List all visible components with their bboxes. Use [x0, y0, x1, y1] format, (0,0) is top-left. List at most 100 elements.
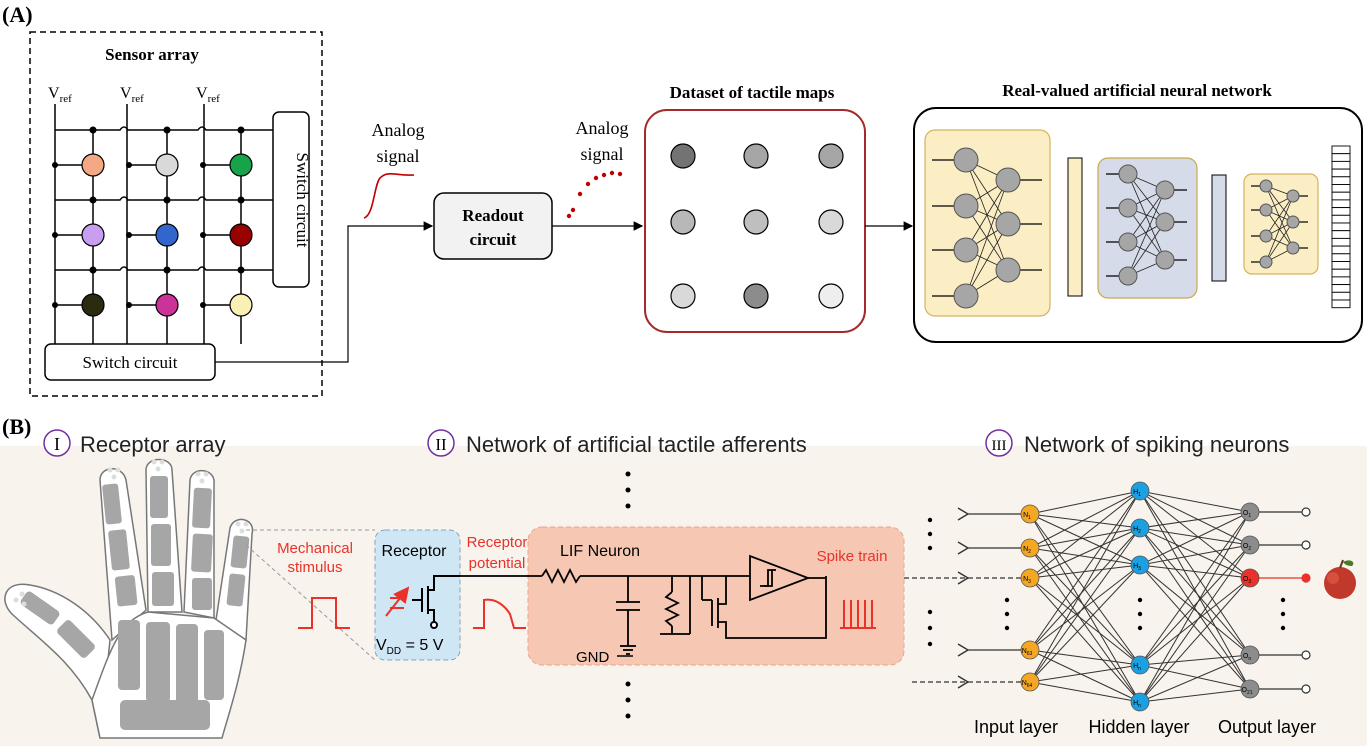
output-node-label: O1 [1243, 510, 1251, 519]
row-line [55, 196, 273, 201]
snn-edge [1139, 490, 1251, 690]
snn-edge [1139, 544, 1251, 666]
input-node [1020, 672, 1040, 692]
snn-output-terminal [1301, 540, 1311, 550]
snn-edge [1029, 649, 1141, 666]
output-node [1240, 568, 1260, 588]
tactile-pixel [670, 283, 696, 309]
section-3-title: Network of spiking neurons [1024, 432, 1289, 457]
snn-output-terminal [1301, 507, 1311, 517]
hidden-node [1130, 655, 1150, 675]
mechanical-label-1: Mechanical [277, 540, 353, 557]
ann-edge [965, 179, 1009, 297]
junction-dot [126, 162, 132, 168]
ann-node [1286, 215, 1300, 229]
ann-node [953, 237, 979, 263]
dataset-title: Dataset of tactile maps [670, 83, 835, 102]
snn-edge [1139, 511, 1251, 529]
ann-layer-block-3 [1243, 173, 1319, 275]
vref-label-3: Vref [196, 85, 220, 105]
row-line [55, 266, 273, 271]
tactile-pixel [818, 283, 844, 309]
ann-edge [965, 179, 1009, 251]
snn-input-arrows [904, 507, 1030, 689]
ann-output-cell [1331, 168, 1351, 178]
ann-output-cell [1331, 276, 1351, 286]
snn-edge [1029, 490, 1141, 515]
ann-layer-block-2 [1097, 157, 1198, 299]
ann-edge [965, 223, 1009, 297]
junction-dot [237, 196, 245, 204]
sampled-signal-dots [566, 170, 623, 219]
vref-label-2: Vref [120, 85, 144, 105]
hidden-node [1130, 481, 1150, 501]
junction-dot [237, 126, 245, 134]
readout-label-2: circuit [470, 230, 517, 249]
switch-circuit-right [272, 111, 310, 288]
snn-edge [1029, 527, 1141, 579]
ann-output-cell [1331, 253, 1351, 262]
ann-output-cell [1331, 261, 1351, 270]
ann-edge [1265, 221, 1294, 263]
output-node-label: O3 [1243, 576, 1251, 585]
snn-edge [1029, 547, 1141, 566]
sensor-element [155, 153, 179, 177]
ann-edge [1265, 185, 1294, 249]
snn-edge [1139, 527, 1251, 546]
ann-output-cell [1331, 145, 1351, 155]
input-node-label: N64 [1022, 680, 1033, 689]
sensor-element [155, 223, 179, 247]
snn-edge [1139, 544, 1251, 566]
ann-edge [1265, 195, 1294, 263]
switch-circuit-right-label: Switch circuit [293, 153, 312, 248]
tactile-pixel [743, 283, 769, 309]
ann-output-cell [1331, 184, 1351, 193]
apple-icon [1324, 559, 1356, 599]
svg-text:Vref: Vref [48, 85, 72, 105]
hidden-node-label: H1 [1133, 489, 1141, 498]
input-node [1020, 504, 1040, 524]
snn-edge [1139, 511, 1251, 703]
snn-input-arrowhead [957, 571, 970, 585]
ann-node [1286, 241, 1300, 255]
panel-b-label: (B) [2, 414, 31, 439]
ann-output-cell [1331, 268, 1351, 278]
snn-ellipsis-left [927, 517, 1286, 647]
snn-edge [1139, 564, 1251, 690]
snn-edge [1029, 513, 1141, 566]
snn-edge [1029, 564, 1141, 579]
ann-node [1259, 203, 1273, 217]
variable-resistor-icon [385, 586, 410, 617]
ann-edge [1265, 185, 1294, 223]
ann-edge [1127, 189, 1166, 243]
section-1-badge [43, 429, 71, 457]
hidden-node [1130, 555, 1150, 575]
ellipsis-top [625, 471, 631, 509]
analog-signal-1-line2: signal [377, 146, 420, 166]
snn-edge [1029, 577, 1141, 666]
input-layer-label: Input layer [974, 717, 1058, 737]
ann-output-cell [1331, 284, 1351, 293]
hidden-node-label: Hn [1133, 700, 1141, 709]
snn-edge [1139, 511, 1251, 566]
sensor-element [155, 293, 179, 317]
section-3-badge [985, 429, 1013, 457]
ann-output-cell [1331, 245, 1351, 255]
ann-output-cell [1331, 207, 1351, 216]
ann-node [995, 257, 1021, 283]
snn-edge [1139, 577, 1251, 703]
snn-edge [1029, 547, 1141, 666]
section-1-title: Receptor array [80, 432, 226, 457]
sensor-element [229, 293, 253, 317]
tactile-pixel [743, 143, 769, 169]
snn-edge [1139, 490, 1251, 656]
sensor-array-box [29, 31, 323, 397]
output-node [1240, 535, 1260, 555]
snn-edge [1029, 513, 1141, 529]
hidden-node [1130, 518, 1150, 538]
tactile-pixel [670, 209, 696, 235]
snn-edge [1139, 654, 1251, 666]
snn-edge [1139, 527, 1251, 579]
ann-node [953, 193, 979, 219]
lif-circuit-box [527, 526, 905, 666]
